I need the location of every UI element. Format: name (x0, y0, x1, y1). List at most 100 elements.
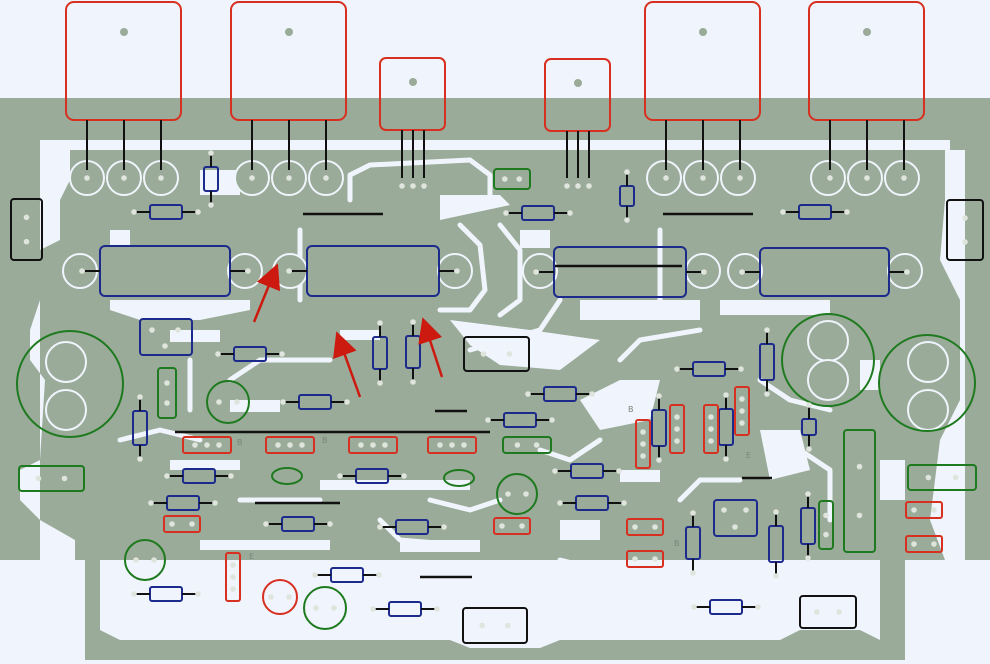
small-transistor (427, 436, 477, 454)
pad-hole (23, 238, 30, 245)
green-capacitor (843, 429, 876, 553)
pad-hole (505, 491, 511, 497)
components-layer (10, 1, 984, 644)
pad-hole (506, 351, 513, 357)
green-capacitor (502, 436, 552, 454)
pad-hole (131, 591, 137, 597)
pad-hole (410, 379, 416, 385)
pad-hole (216, 399, 222, 405)
pad-hole (162, 343, 168, 349)
pad-hole (502, 176, 508, 182)
film-capacitor (163, 515, 201, 533)
pad-hole (279, 351, 285, 357)
pad-hole (780, 209, 786, 215)
electrolytic-capacitor (878, 334, 976, 432)
pad-hole (480, 351, 487, 357)
small-transistor (703, 404, 719, 454)
pad-hole (370, 442, 376, 448)
pad-hole (377, 524, 383, 530)
pad-hole (84, 175, 90, 181)
pad-hole (131, 209, 137, 215)
film-capacitor (626, 518, 664, 536)
mounting-hole (574, 79, 582, 87)
pad-hole (61, 475, 68, 482)
pad-hole (911, 507, 917, 513)
pad-hole (700, 175, 706, 181)
pad-hole (479, 622, 486, 629)
pad-hole (249, 175, 255, 181)
small-transistor (635, 419, 651, 469)
pad-hole (739, 396, 745, 402)
arrow-2 (333, 331, 362, 398)
pad-hole (624, 169, 630, 175)
pad-hole (656, 457, 662, 463)
small-transistor (182, 436, 232, 454)
pad-hole (434, 606, 440, 612)
pad-hole (739, 269, 745, 275)
pad-hole (164, 473, 170, 479)
mounting-hole (409, 78, 417, 86)
small-electrolytic (303, 586, 347, 630)
pad-hole (814, 609, 820, 615)
pad-hole (708, 438, 714, 444)
pad-hole (516, 176, 522, 182)
pad-hole (925, 474, 932, 481)
trace-gaps (117, 157, 833, 623)
pad-hole (454, 268, 460, 274)
pad-holes-layer (23, 150, 968, 629)
green-capacitor (493, 168, 531, 190)
pad-hole (441, 524, 447, 530)
ceramic-capacitor (271, 467, 303, 485)
pad-hole (280, 399, 286, 405)
pad-hole (137, 456, 143, 462)
pad-hole (331, 605, 337, 611)
pad-hole (962, 215, 968, 221)
pad-hole (723, 392, 729, 398)
pad-hole (701, 269, 707, 275)
pad-hole (299, 442, 305, 448)
pad-hole (212, 500, 218, 506)
pad-hole (690, 570, 696, 576)
pad-hole (312, 572, 318, 578)
pad-hole (149, 327, 155, 333)
pad-hole (204, 442, 210, 448)
pad-hole (721, 507, 727, 513)
pad-hole (755, 604, 761, 610)
pad-hole (151, 557, 157, 563)
pad-hole (737, 175, 743, 181)
pad-hole (640, 441, 646, 447)
pad-hole (286, 175, 292, 181)
pad-hole (533, 442, 540, 448)
pad-hole (377, 320, 383, 326)
film-capacitor (493, 517, 531, 535)
small-transistor (348, 436, 398, 454)
pad-hole (234, 399, 240, 405)
pad-hole (805, 491, 811, 497)
pin-label-b4: B (674, 539, 680, 548)
pad-hole (739, 420, 745, 426)
pad-hole (589, 391, 595, 397)
pad-hole (503, 210, 509, 216)
pad-hole (208, 202, 214, 208)
trimmer-potentiometer (139, 318, 193, 356)
board-outline (0, 98, 990, 660)
pad-hole (376, 572, 382, 578)
pad-hole (148, 500, 154, 506)
small-transistor (225, 552, 241, 602)
film-capacitor (905, 535, 943, 553)
pad-hole (192, 442, 198, 448)
pad-hole (723, 456, 729, 462)
pad-hole (230, 574, 236, 580)
pad-hole (764, 327, 770, 333)
pad-hole (245, 268, 251, 274)
arrow-1 (252, 263, 281, 323)
pad-hole (904, 269, 910, 275)
pin-labels: B B B B E E (237, 405, 751, 561)
green-capacitor (157, 367, 177, 419)
jumper-wires (175, 212, 772, 579)
pad-hole (652, 524, 658, 530)
pad-hole (461, 442, 467, 448)
pad-hole (806, 402, 812, 408)
pad-hole (931, 507, 937, 513)
